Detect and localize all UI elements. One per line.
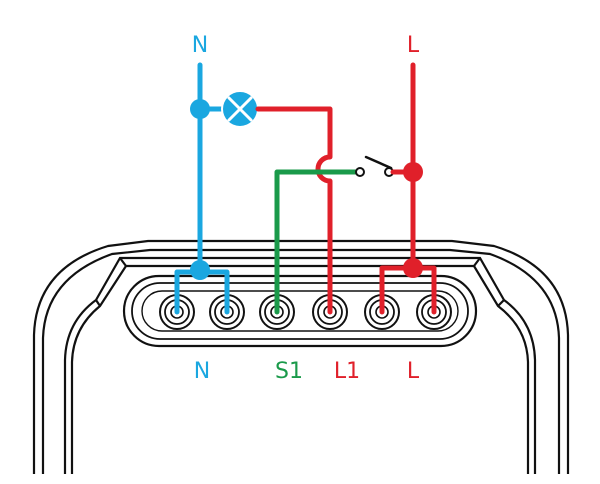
terminal-n-label: N	[194, 359, 210, 384]
lamp-to-l1-wire	[255, 106, 333, 315]
live-junction-switch	[403, 162, 423, 182]
live-junction-terminal	[403, 258, 423, 278]
live-wire	[379, 62, 437, 315]
lamp-icon	[221, 90, 259, 128]
terminal-s1-label: S1	[275, 359, 303, 384]
top-live-label: L	[407, 33, 420, 58]
neutral-junction-top	[190, 99, 210, 119]
top-neutral-label: N	[192, 33, 208, 58]
device-housing	[32, 239, 570, 474]
s1-wire	[274, 169, 359, 315]
terminal-l-label: L	[407, 359, 420, 384]
terminal-l1-label: L1	[334, 359, 360, 384]
neutral-junction-terminal	[190, 260, 210, 280]
neutral-wire	[174, 62, 230, 315]
